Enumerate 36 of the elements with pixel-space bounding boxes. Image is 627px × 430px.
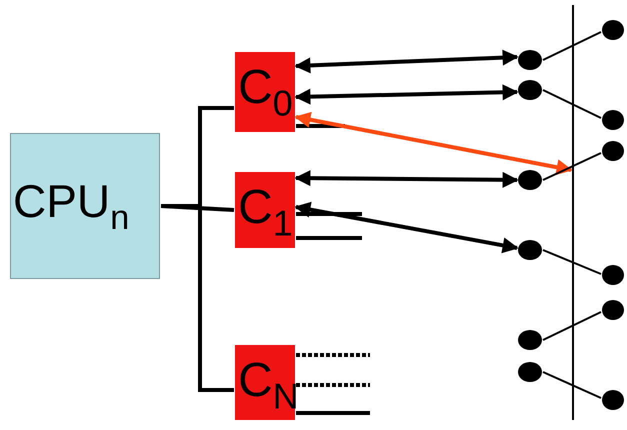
connector-line — [296, 124, 345, 128]
box-label: CPU$_{n}$ — [13, 178, 130, 236]
dot — [518, 170, 542, 190]
box-label: C$_{1}$ — [238, 184, 293, 242]
dot — [518, 80, 542, 100]
dot — [602, 110, 624, 130]
dot — [602, 390, 624, 410]
box-label: C$_{0}$ — [238, 64, 293, 122]
dot — [518, 240, 542, 260]
connector-line — [542, 152, 602, 181]
vertical-line — [572, 5, 574, 420]
connector-line — [296, 236, 362, 240]
cache-box — [235, 172, 295, 248]
double-arrow — [294, 84, 519, 105]
double-arrow — [294, 170, 519, 188]
dot — [602, 300, 624, 320]
dot — [518, 50, 542, 70]
dot — [602, 265, 624, 285]
connector-line — [542, 249, 602, 275]
double-arrow — [294, 202, 519, 254]
connector-line — [296, 383, 370, 387]
double-arrow — [294, 50, 519, 74]
dot — [518, 330, 542, 350]
dot — [602, 20, 624, 40]
dot — [518, 362, 542, 382]
connector-line — [542, 371, 602, 399]
cache-box — [235, 52, 295, 132]
connector-line — [296, 212, 362, 216]
connector-line — [542, 31, 602, 61]
connector-line — [296, 353, 370, 357]
connector-line — [542, 311, 602, 341]
cpu-box — [10, 133, 160, 279]
double-arrow — [294, 112, 573, 176]
dot — [602, 141, 624, 161]
connector-line — [542, 89, 602, 119]
connector-line — [296, 411, 370, 415]
